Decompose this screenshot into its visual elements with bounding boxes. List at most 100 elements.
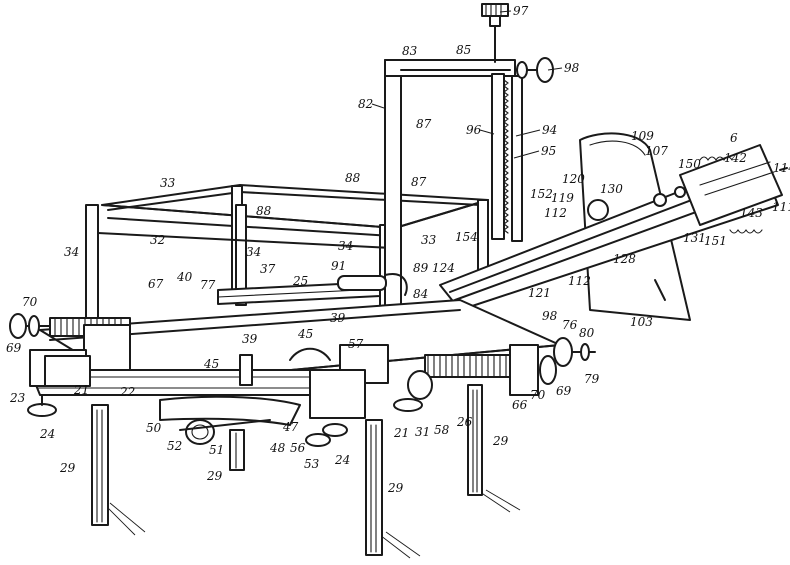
ref-numeral-40: 40 xyxy=(176,270,193,284)
ref-numeral-24a: 24 xyxy=(39,427,55,441)
ref-numeral-120: 120 xyxy=(562,172,585,186)
ref-numeral-70b: 70 xyxy=(530,388,546,402)
ref-numeral-128: 128 xyxy=(613,252,636,266)
ref-numeral-154: 154 xyxy=(455,230,478,244)
ref-numeral-26: 26 xyxy=(456,415,473,429)
side-knob-98 xyxy=(514,57,554,83)
reference-numerals: 9798838582879694951091076150142114111143… xyxy=(6,4,790,495)
ref-numeral-29a: 29 xyxy=(492,434,509,448)
ref-numeral-47: 47 xyxy=(282,420,299,434)
knob-79-right xyxy=(553,337,596,367)
ref-numeral-29b: 29 xyxy=(59,461,76,475)
ref-numeral-53: 53 xyxy=(304,457,320,471)
ref-numeral-34b: 34 xyxy=(246,245,261,259)
ref-numeral-76: 76 xyxy=(562,318,578,332)
ref-numeral-29d: 29 xyxy=(387,481,404,495)
ref-numeral-111: 111 xyxy=(772,200,790,214)
ref-numeral-56: 56 xyxy=(290,441,306,455)
ref-numeral-84: 84 xyxy=(413,287,428,301)
ref-numeral-66: 66 xyxy=(512,398,528,412)
ref-numeral-98b: 98 xyxy=(542,309,558,323)
ref-numeral-91: 91 xyxy=(331,259,346,273)
ref-numeral-142: 142 xyxy=(724,151,747,165)
ref-numeral-82: 82 xyxy=(358,97,373,111)
ref-numeral-31: 31 xyxy=(415,425,430,439)
ref-numeral-79: 79 xyxy=(584,372,600,386)
handwheel-31 xyxy=(393,370,433,412)
leg-front-left xyxy=(91,404,146,536)
ref-numeral-34a: 34 xyxy=(64,245,79,259)
ref-numeral-33b: 33 xyxy=(421,233,437,247)
ref-numeral-23: 23 xyxy=(9,391,26,405)
linkage-47-48 xyxy=(159,347,331,431)
handwheel-52 xyxy=(185,419,215,445)
ref-numeral-21a: 21 xyxy=(73,383,89,397)
ref-numeral-52: 52 xyxy=(167,439,182,453)
ref-numeral-94: 94 xyxy=(542,123,557,137)
left-clamp-block xyxy=(29,324,131,387)
ref-numeral-124: 124 xyxy=(432,261,455,275)
ref-numeral-103: 103 xyxy=(630,315,653,329)
leader-line-98a xyxy=(547,67,563,71)
leg-front-right xyxy=(365,419,421,559)
leader-line-95 xyxy=(513,150,540,159)
ref-numeral-150: 150 xyxy=(678,157,701,171)
shaft-25 xyxy=(217,273,408,305)
ref-numeral-95: 95 xyxy=(541,144,556,158)
ref-numeral-89: 89 xyxy=(413,261,429,275)
ref-numeral-109: 109 xyxy=(631,129,654,143)
leader-line-82 xyxy=(371,103,385,109)
ref-numeral-45b: 45 xyxy=(203,357,219,371)
ref-numeral-21b: 21 xyxy=(393,426,409,440)
ref-numeral-67: 67 xyxy=(148,277,164,291)
angled-arm xyxy=(439,132,788,321)
leader-line-96 xyxy=(479,129,495,135)
ref-numeral-152: 152 xyxy=(530,187,553,201)
ref-numeral-77: 77 xyxy=(200,278,216,292)
knob-24-left xyxy=(27,394,57,417)
ref-numeral-112b: 112 xyxy=(568,274,591,288)
ref-numeral-34c: 34 xyxy=(338,239,353,253)
ref-numeral-98a: 98 xyxy=(564,61,580,75)
ref-numeral-69a: 69 xyxy=(6,341,22,355)
ref-numeral-22: 22 xyxy=(119,385,135,399)
ref-numeral-29c: 29 xyxy=(206,469,223,483)
ref-numeral-80: 80 xyxy=(579,326,595,340)
ref-numeral-87a: 87 xyxy=(416,117,432,131)
ref-numeral-70a: 70 xyxy=(22,295,38,309)
ref-numeral-57: 57 xyxy=(348,337,364,351)
ref-numeral-96: 96 xyxy=(466,123,482,137)
right-clamp-block xyxy=(309,344,389,419)
ref-numeral-32: 32 xyxy=(150,233,165,247)
ref-numeral-85: 85 xyxy=(456,43,471,57)
ref-numeral-131b: 151 xyxy=(704,234,727,248)
ref-numeral-131a: 131 xyxy=(683,231,706,245)
ref-numeral-33: 33 xyxy=(160,176,176,190)
leg-front-middle xyxy=(229,429,245,471)
ref-numeral-107: 107 xyxy=(645,144,668,158)
ref-numeral-97: 97 xyxy=(513,4,529,18)
ref-numeral-121: 121 xyxy=(528,286,551,300)
ref-numeral-88a: 88 xyxy=(345,171,361,185)
ref-numeral-51: 51 xyxy=(209,443,224,457)
leader-line-94 xyxy=(515,129,541,137)
knob-70-left xyxy=(9,313,51,339)
ref-numeral-130: 130 xyxy=(600,182,623,196)
ref-numeral-45a: 45 xyxy=(297,327,313,341)
ref-numeral-88b: 88 xyxy=(256,204,272,218)
ref-numeral-24b: 24 xyxy=(334,453,350,467)
ref-numeral-25: 25 xyxy=(292,274,308,288)
ref-numeral-143: 143 xyxy=(740,206,763,220)
ref-numeral-50: 50 xyxy=(146,421,162,435)
ref-numeral-114: 114 xyxy=(773,161,790,175)
ref-numeral-69b: 69 xyxy=(556,384,572,398)
ref-numeral-87b: 87 xyxy=(411,175,427,189)
ref-numeral-58: 58 xyxy=(434,423,450,437)
ref-numeral-119: 119 xyxy=(551,191,574,205)
ref-numeral-39b: 39 xyxy=(330,311,346,325)
ref-numeral-37: 37 xyxy=(260,262,276,276)
ref-numeral-112a: 112 xyxy=(544,206,567,220)
ref-numeral-83: 83 xyxy=(402,44,418,58)
tall-frame xyxy=(384,59,523,356)
